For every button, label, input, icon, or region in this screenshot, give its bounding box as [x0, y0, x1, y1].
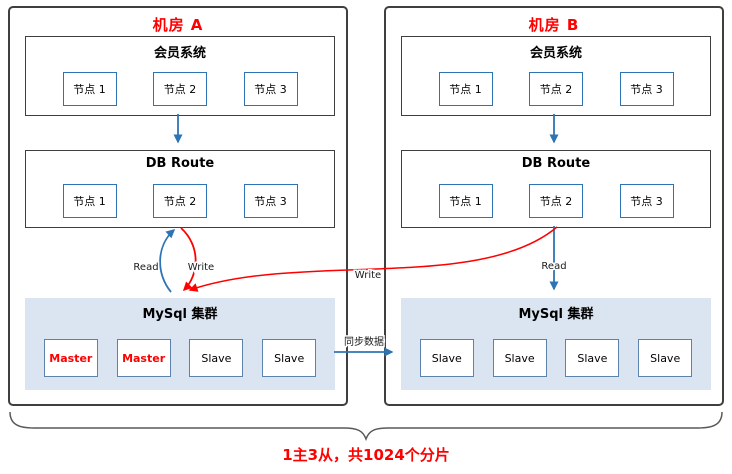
db-route-box-b: DB Route 节点 1 节点 2 节点 3 [401, 150, 711, 228]
member-system-box-b: 会员系统 节点 1 节点 2 节点 3 [401, 36, 711, 116]
db-route-node-row-b: 节点 1 节点 2 节点 3 [402, 184, 710, 218]
mysql-cluster-box-a: MySql 集群 Master Master Slave Slave [25, 298, 335, 390]
mysql-node-slave: Slave [565, 339, 620, 377]
member-node: 节点 3 [243, 72, 298, 106]
db-route-title-b: DB Route [521, 156, 591, 171]
member-node: 节点 2 [153, 72, 207, 106]
datacenter-a-title: 机房 A [152, 16, 204, 34]
cross-write-label: Write [355, 270, 381, 281]
db-route-box-a: DB Route 节点 1 节点 2 节点 3 [25, 150, 335, 228]
datacenter-b: 机房 B 会员系统 节点 1 节点 2 节点 3 DB Route 节点 1 节… [384, 6, 724, 406]
mysql-node-slave: Slave [638, 339, 693, 377]
db-route-node: 节点 1 [438, 184, 493, 218]
datacenter-a: 机房 A 会员系统 节点 1 节点 2 节点 3 DB Route 节点 1 节… [8, 6, 348, 406]
mysql-node-slave: Slave [189, 339, 244, 377]
db-route-node: 节点 3 [243, 184, 298, 218]
sync-label: 同步数据 [344, 335, 384, 348]
mysql-node-slave: Slave [262, 339, 317, 377]
db-route-node: 节点 2 [529, 184, 583, 218]
db-route-node: 节点 2 [153, 184, 207, 218]
mysql-node-slave: Slave [419, 339, 474, 377]
db-route-node: 节点 1 [62, 184, 117, 218]
member-system-title-b: 会员系统 [529, 46, 582, 61]
db-route-title-a: DB Route [145, 156, 215, 171]
mysql-node-row-a: Master Master Slave Slave [25, 339, 335, 377]
mysql-node-row-b: Slave Slave Slave Slave [401, 339, 711, 377]
member-node: 节点 1 [438, 72, 493, 106]
datacenter-b-title: 机房 B [528, 16, 580, 34]
db-route-node-row-a: 节点 1 节点 2 节点 3 [26, 184, 334, 218]
member-system-title-a: 会员系统 [153, 46, 206, 61]
diagram-caption: 1主3从，共1024个分片 [282, 446, 450, 464]
mysql-node-master: Master [116, 339, 171, 377]
member-system-box-a: 会员系统 节点 1 节点 2 节点 3 [25, 36, 335, 116]
member-node: 节点 3 [619, 72, 674, 106]
member-node-row-a: 节点 1 节点 2 节点 3 [26, 72, 334, 106]
mysql-cluster-title-a: MySql 集群 [142, 307, 218, 322]
mysql-cluster-title-b: MySql 集群 [518, 307, 594, 322]
db-route-node: 节点 3 [619, 184, 674, 218]
member-node-row-b: 节点 1 节点 2 节点 3 [402, 72, 710, 106]
mysql-node-slave: Slave [492, 339, 547, 377]
member-node: 节点 1 [62, 72, 117, 106]
mysql-cluster-box-b: MySql 集群 Slave Slave Slave Slave [401, 298, 711, 390]
underbrace [9, 411, 723, 442]
member-node: 节点 2 [529, 72, 583, 106]
mysql-node-master: Master [43, 339, 98, 377]
